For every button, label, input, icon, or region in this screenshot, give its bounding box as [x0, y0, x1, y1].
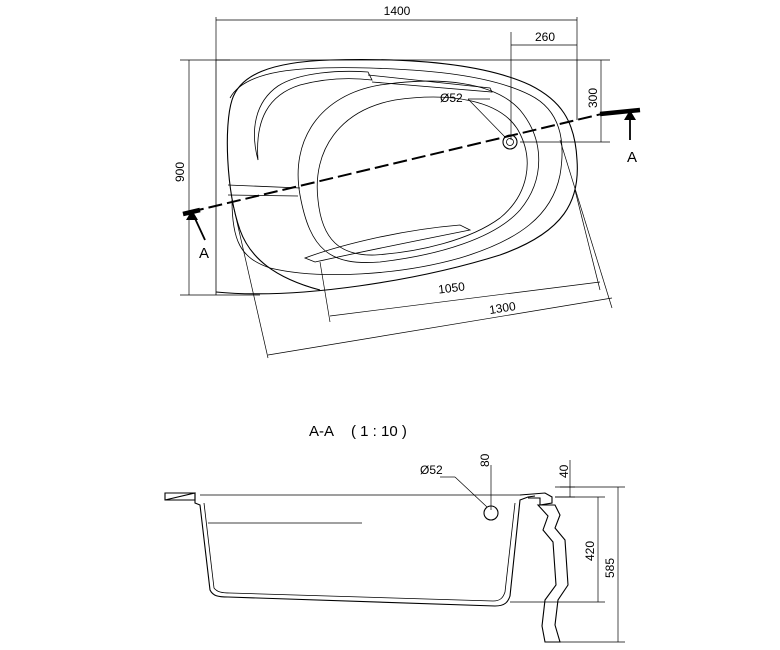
- bathtub-inner-rim: [229, 67, 563, 275]
- dimension-label-1300: 1300: [488, 299, 517, 317]
- headrest-lower: [303, 224, 472, 263]
- section-marker-left: A: [199, 245, 209, 262]
- bathtub-basin-bottom: [316, 96, 528, 256]
- dimension-overall-length: 1400: [215, 4, 578, 60]
- dimension-label-420: 420: [583, 541, 597, 561]
- section-view: A-A ( 1 : 10 ) Ø52 80 40: [164, 423, 625, 643]
- dimension-label-585: 585: [603, 558, 617, 578]
- dimension-diagonal-length: 1300: [231, 139, 613, 359]
- dimension-label-900: 900: [173, 162, 187, 182]
- section-scale: ( 1 : 10 ): [351, 423, 407, 440]
- section-outer-shell: [164, 492, 536, 607]
- dimension-total-height: 585: [560, 486, 625, 643]
- support-leg: [536, 504, 569, 643]
- section-marker-right: A: [627, 149, 637, 166]
- side-step: [227, 184, 301, 197]
- dimension-rim-thickness: 40: [555, 460, 575, 498]
- dimension-inner-depth: 420: [510, 496, 605, 603]
- outlet-drain: Ø52: [440, 91, 518, 150]
- dimension-label-1400: 1400: [384, 4, 411, 18]
- section-rim-right: [519, 492, 553, 506]
- dimension-label-260: 260: [535, 30, 555, 44]
- dimension-label-80: 80: [478, 453, 492, 467]
- bathtub-basin: [297, 80, 539, 263]
- section-line-a-a: A A: [182, 107, 641, 262]
- dimension-label-40: 40: [557, 464, 571, 478]
- bathtub-outer-rim: [215, 59, 578, 295]
- dimension-label-300: 300: [586, 88, 600, 108]
- section-rim-left: [164, 492, 196, 501]
- dimension-overall-width: 900: [173, 59, 260, 296]
- outlet-diameter-label: Ø52: [440, 91, 463, 105]
- dimension-inner-length: 1050: [319, 189, 601, 323]
- plan-view: 1400 260 300 900: [173, 4, 641, 359]
- section-title: A-A: [309, 423, 334, 440]
- armrest-line: [367, 74, 493, 93]
- headrest-upper: [254, 70, 373, 161]
- dimension-outlet-offset-x: 260: [510, 30, 577, 140]
- section-inner-shell: [200, 494, 520, 602]
- section-outlet-diameter-label: Ø52: [420, 463, 443, 477]
- dimension-outlet-offset-y: 300: [520, 59, 610, 143]
- dimension-label-1050: 1050: [437, 279, 466, 296]
- section-outlet: Ø52 80: [420, 453, 499, 521]
